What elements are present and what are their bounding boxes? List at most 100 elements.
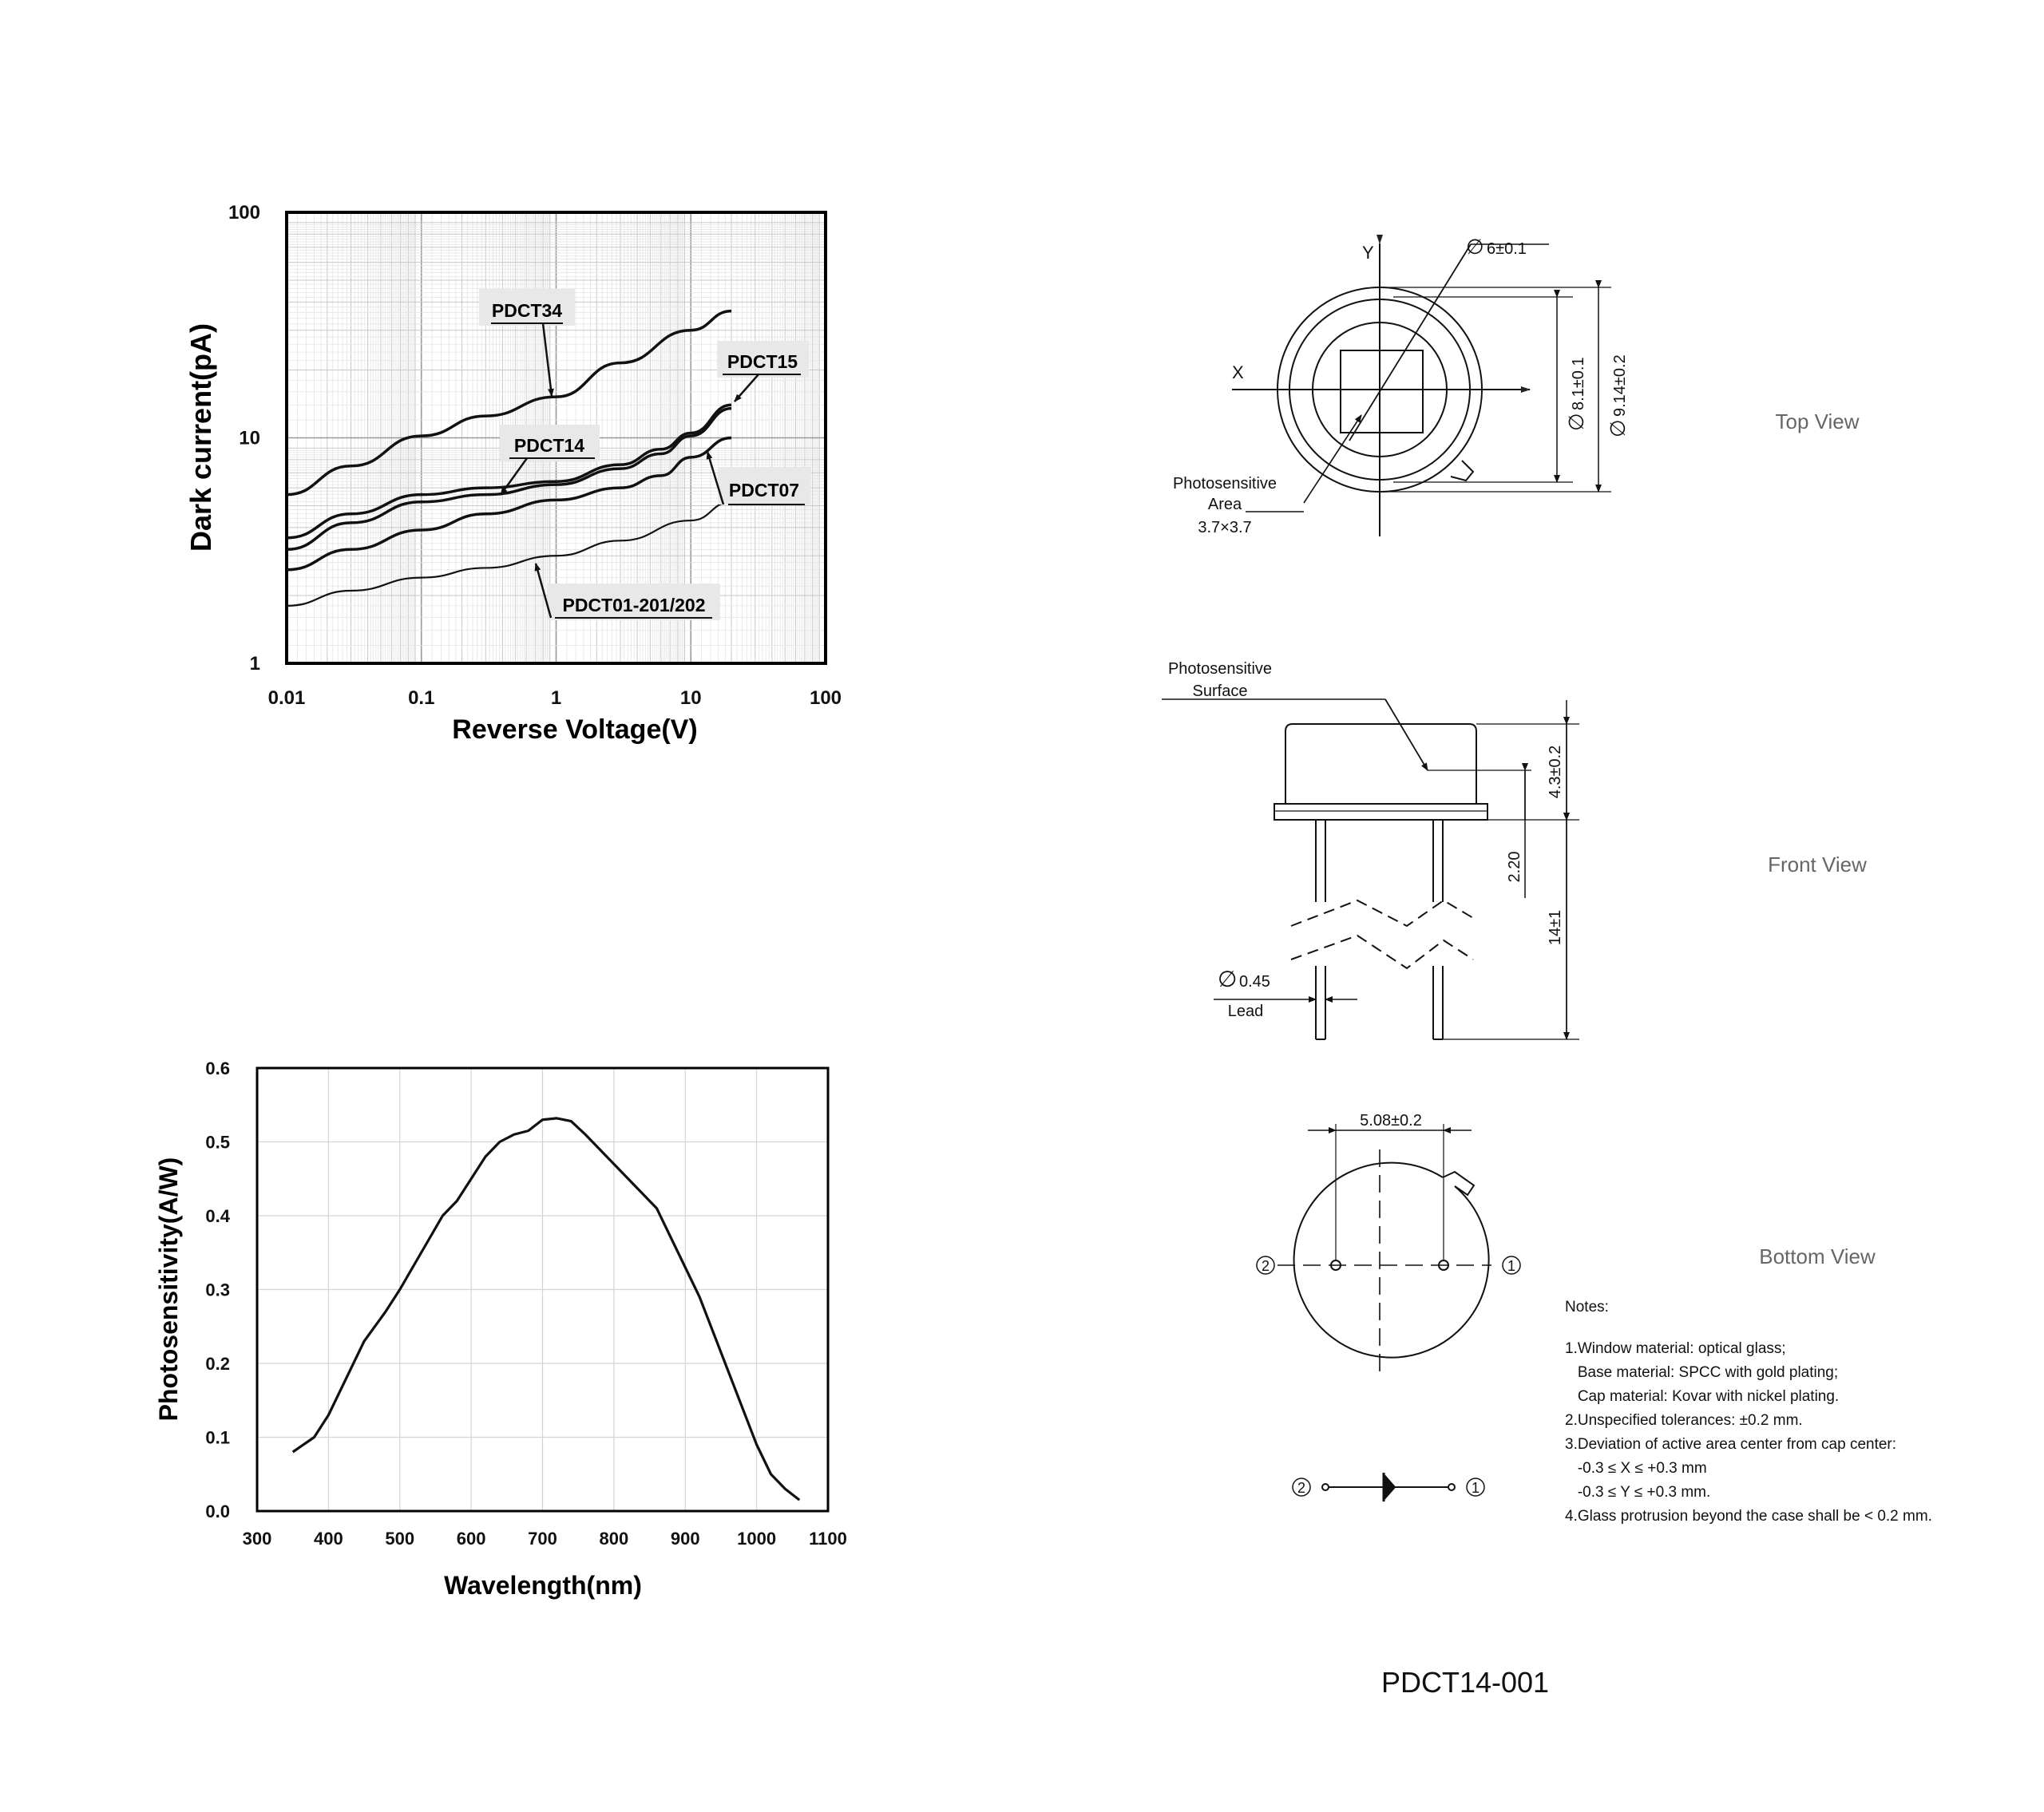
y-tick-label: 1 xyxy=(250,653,260,675)
area-dim: 3.7×3.7 xyxy=(1198,519,1251,536)
series-line-pdct01-201-202 xyxy=(286,500,732,607)
x-tick-label: 500 xyxy=(385,1529,414,1549)
bottom-view-caption: Bottom View xyxy=(1759,1244,1876,1268)
x-tick-label: 0.01 xyxy=(268,687,306,709)
dark-current-x-axis-label: Reverse Voltage(V) xyxy=(452,714,697,745)
x-tick-label: 800 xyxy=(600,1529,629,1549)
phi-glyph: ∅ xyxy=(1218,967,1237,991)
symbol-pin-2-marker xyxy=(1292,1478,1311,1497)
photosensitivity-plot-frame xyxy=(256,1066,830,1513)
x-tick-label: 700 xyxy=(528,1529,557,1549)
series-label-pdct01: PDCT01-201/202 xyxy=(534,563,720,620)
break-line-upper xyxy=(1290,899,1474,928)
x-tick-label: 300 xyxy=(243,1529,272,1549)
series-label-pdct07: PDCT07 xyxy=(706,451,810,505)
phi-glyph: ∅ xyxy=(1564,413,1588,431)
x-tick-label: 0.1 xyxy=(408,687,434,709)
y-axis-letter: Y xyxy=(1362,243,1374,263)
x-tick-label: 400 xyxy=(314,1529,343,1549)
x-axis-letter: X xyxy=(1232,362,1244,382)
front-view-flange xyxy=(1274,803,1488,821)
note-line: Cap material: Kovar with nickel plating. xyxy=(1565,1388,1839,1405)
surface-label-line2: Surface xyxy=(1193,682,1248,700)
series-label-pdct14: PDCT14 xyxy=(499,425,600,496)
front-view-cap xyxy=(1285,723,1477,804)
note-line: -0.3 ≤ Y ≤ +0.3 mm. xyxy=(1565,1484,1710,1501)
bottom-view-tab xyxy=(1442,1170,1476,1197)
top-view-tab xyxy=(1450,460,1475,482)
x-tick-label: 900 xyxy=(671,1529,700,1549)
notes-heading: Notes: xyxy=(1565,1299,1609,1315)
notes-block: Notes: 1.Window material: optical glass;… xyxy=(1565,1299,1932,1525)
surface-depth-dim: 2.20 xyxy=(1506,852,1523,883)
phi-glyph: ∅ xyxy=(1466,235,1484,259)
y-tick-label: 0.3 xyxy=(205,1280,230,1300)
series-line-pdct34 xyxy=(286,309,732,497)
photosensitive-area-square xyxy=(1340,350,1424,433)
area-label-line2: Area xyxy=(1208,496,1242,513)
series-label-pdct01-text: PDCT01-201/202 xyxy=(563,595,706,615)
y-tick-label: 0.5 xyxy=(205,1133,230,1153)
dark-current-series-lines xyxy=(286,309,732,607)
series-line-pdct15 xyxy=(286,403,732,540)
x-tick-label: 10 xyxy=(680,687,702,709)
part-number: PDCT14-001 xyxy=(1381,1666,1549,1699)
symbol-pin-1-marker xyxy=(1466,1478,1485,1497)
window-diameter-dim: 6±0.1 xyxy=(1487,240,1527,258)
pin-2-number: 2 xyxy=(1262,1258,1270,1274)
cap-diameter-dim: 8.1±0.1 xyxy=(1570,357,1587,410)
x-tick-label: 1000 xyxy=(737,1529,776,1549)
bottom-view-labels: 5.08±0.2 2 1 Bottom View xyxy=(1262,1112,1876,1274)
diode-symbol-labels: 2 1 xyxy=(1297,1480,1480,1496)
top-view-caption: Top View xyxy=(1775,409,1859,433)
symbol-pin-2-number: 2 xyxy=(1297,1480,1305,1496)
surface-label-line1: Photosensitive xyxy=(1168,660,1272,678)
bottom-view-drawing xyxy=(1256,1124,1521,1377)
photosensitivity-x-axis-label: Wavelength(nm) xyxy=(444,1571,642,1600)
diode-symbol xyxy=(1292,1472,1485,1502)
bottom-view-outline xyxy=(1293,1161,1490,1359)
y-tick-label: 0.4 xyxy=(205,1206,230,1226)
lead-label: Lead xyxy=(1228,1003,1264,1020)
note-line: Base material: SPCC with gold plating; xyxy=(1565,1364,1838,1381)
responsivity-curve xyxy=(291,1117,801,1501)
y-tick-label: 100 xyxy=(228,202,260,224)
note-line: 2.Unspecified tolerances: ±0.2 mm. xyxy=(1565,1412,1803,1429)
series-line-pdct07 xyxy=(286,436,732,572)
series-label-pdct34: PDCT34 xyxy=(479,289,575,397)
photosensitivity-series-line xyxy=(291,1117,801,1501)
lead-diameter-dim: 0.45 xyxy=(1239,973,1270,991)
series-label-pdct15-text: PDCT15 xyxy=(727,351,798,372)
front-view-drawing xyxy=(1162,698,1579,1040)
series-label-pdct07-text: PDCT07 xyxy=(729,480,799,500)
diode-triangle xyxy=(1383,1472,1396,1502)
pin-1-marker xyxy=(1502,1256,1521,1275)
top-view-drawing xyxy=(1232,235,1611,536)
symbol-pin-1-number: 1 xyxy=(1472,1480,1480,1496)
lead-length-dim: 14±1 xyxy=(1547,910,1564,945)
dark-current-y-axis-label: Dark current(pA) xyxy=(184,323,217,552)
photosensitivity-grid xyxy=(256,1067,829,1512)
top-view-labels: Y X ∅ 6±0.1 Photosensitive Area 3.7×3.7 … xyxy=(1173,235,1860,536)
dark-current-plot-frame xyxy=(285,211,827,665)
photosensitivity-y-axis-label: Photosensitivity(A/W) xyxy=(154,1157,183,1422)
area-label-line1: Photosensitive xyxy=(1173,475,1277,493)
pin-1-number: 1 xyxy=(1507,1258,1515,1274)
note-line: 4.Glass protrusion beyond the case shall… xyxy=(1565,1508,1932,1525)
series-label-pdct34-text: PDCT34 xyxy=(492,300,562,321)
break-line-lower xyxy=(1290,934,1474,970)
x-tick-label: 1 xyxy=(551,687,561,709)
y-tick-label: 0.1 xyxy=(205,1428,230,1448)
pin-2-marker xyxy=(1256,1256,1275,1275)
x-tick-label: 1100 xyxy=(809,1529,847,1549)
x-tick-label: 100 xyxy=(810,687,842,709)
note-line: -0.3 ≤ X ≤ +0.3 mm xyxy=(1565,1460,1707,1477)
phi-glyph: ∅ xyxy=(1606,419,1630,437)
base-diameter-dim: 9.14±0.2 xyxy=(1611,354,1629,417)
front-view-labels: Photosensitive Surface 4.3±0.2 2.20 14±1… xyxy=(1168,660,1867,1020)
